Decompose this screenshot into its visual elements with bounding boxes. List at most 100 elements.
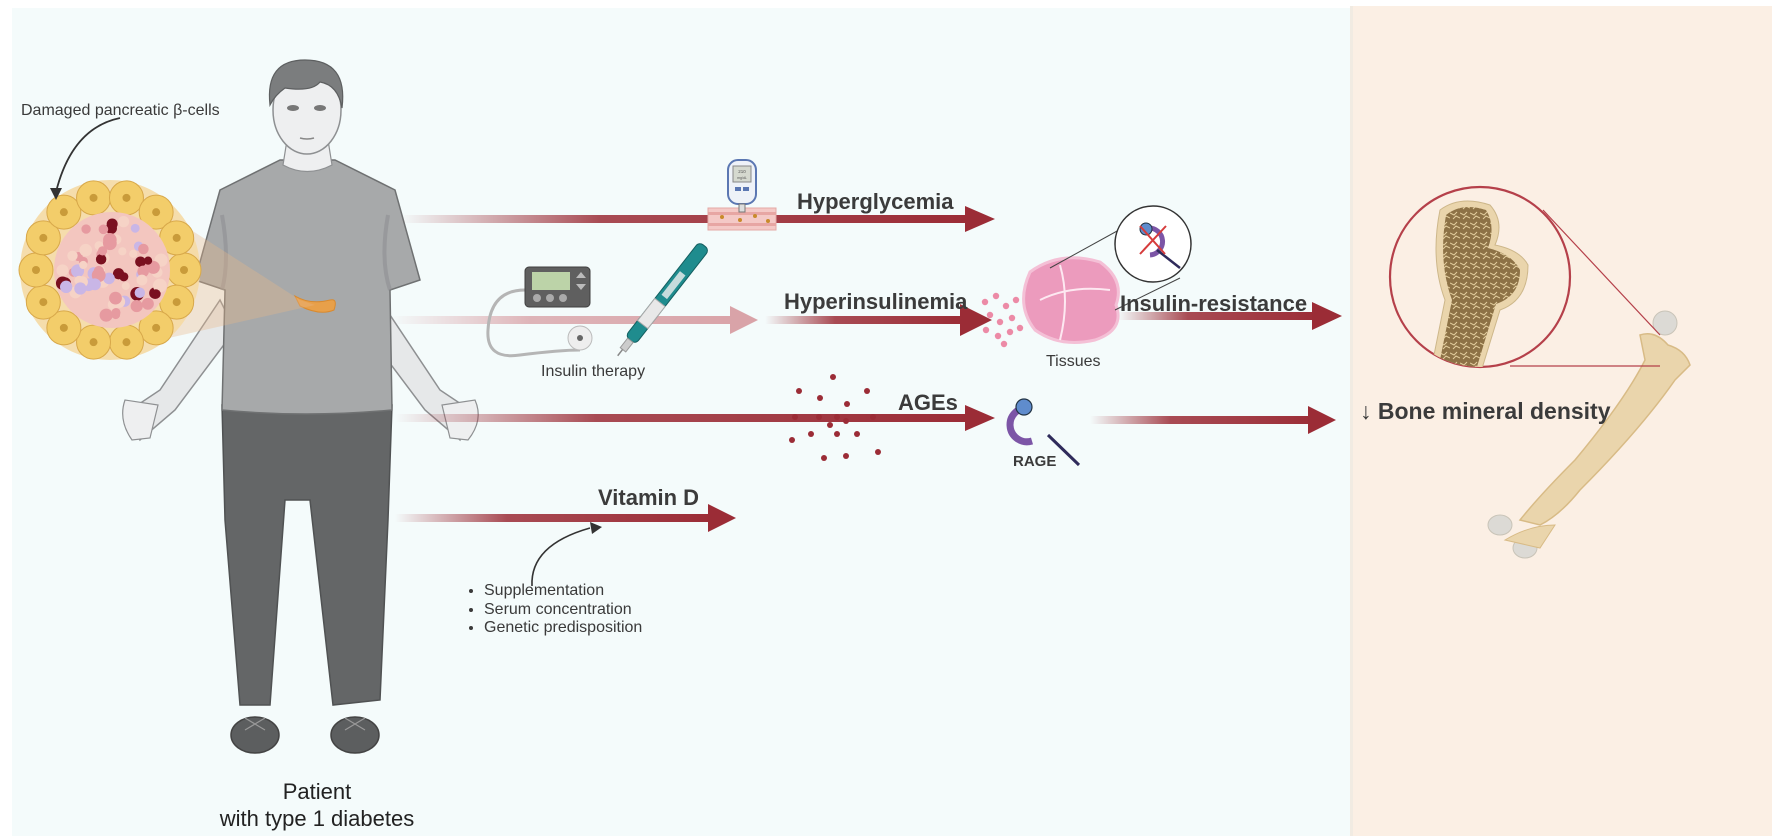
acinus-center [39, 298, 48, 307]
bone-zoom-circle [1388, 185, 1661, 369]
age-particle [817, 395, 823, 401]
hyperinsulinemia-arrow [765, 304, 992, 336]
islet-cell [153, 278, 167, 293]
islet-cell [130, 223, 140, 233]
patient-caption: Patient with type 1 diabetes [217, 778, 417, 832]
callout-arrowhead [50, 188, 62, 200]
islet-cell [56, 264, 69, 277]
islet-cell [117, 215, 130, 228]
glucometer-icon: 210 mg/dL [727, 159, 757, 213]
age-particle [834, 431, 840, 437]
beta-cells-callout-label: Damaged pancreatic β-cells [21, 102, 220, 119]
age-particle [796, 388, 802, 394]
islet-cell [88, 278, 101, 291]
blood-vessel-icon [707, 207, 777, 231]
islet-cell [67, 250, 78, 261]
age-particle [844, 401, 850, 407]
insulin-particle [992, 292, 1000, 300]
insulin-particle [1000, 340, 1008, 348]
islet-cell [103, 233, 117, 247]
age-particle [789, 437, 795, 443]
acinus-center [39, 233, 48, 242]
glucometer-reading: 210 [738, 169, 746, 174]
acinus-center [89, 193, 98, 202]
femur-illustration [1487, 310, 1691, 559]
islet-cell [135, 256, 146, 268]
pancreatic-islet-illustration [18, 180, 202, 360]
islet-cell [98, 224, 109, 235]
age-particle [870, 414, 876, 420]
islet-cell [134, 287, 146, 298]
acinus-center [59, 208, 68, 217]
insulin-receptor-zoom [1049, 205, 1192, 311]
islet-cell [138, 243, 149, 255]
insulin-particle [1012, 296, 1020, 304]
vitamin-d-factor: Serum concentration [484, 601, 642, 620]
insulin-pump-icon [486, 266, 593, 358]
age-particle [830, 374, 836, 380]
rage-label: RAGE [1013, 453, 1057, 470]
islet-cell [143, 256, 153, 265]
islet-cell [79, 243, 92, 257]
callout-arrow [55, 117, 121, 193]
insulin-particle [1008, 314, 1016, 322]
hyperinsulinemia-label: Hyperinsulinemia [784, 289, 968, 314]
acinus-center [172, 233, 181, 242]
insulin-particle [1002, 302, 1010, 310]
vitamin-d-label: Vitamin D [598, 485, 700, 510]
islet-cell [141, 297, 154, 310]
islet-cell [99, 308, 113, 322]
islet-cell [111, 310, 121, 320]
acinus-center [180, 266, 188, 274]
insulin-particle [986, 311, 994, 319]
right-panel-background [1350, 6, 1772, 836]
islet-cell [59, 280, 73, 293]
islet-cell [130, 299, 143, 313]
hyperglycemia-label: Hyperglycemia [797, 189, 954, 214]
islet-cell [74, 282, 87, 295]
age-particle [827, 422, 833, 428]
islet-cell [95, 254, 107, 265]
islet-cell [121, 281, 130, 290]
islet-cell [149, 263, 159, 272]
factors-callout-arrowhead [590, 522, 602, 534]
islet-cell [119, 272, 129, 282]
islet-cell [151, 289, 161, 299]
bone-density-outcome: ↓ Bone mineral density [1360, 398, 1611, 425]
insulin-resistance-label: Insulin-resistance [1120, 291, 1308, 316]
ages-arrow [395, 405, 995, 431]
age-particle [821, 455, 827, 461]
insulin-particle [994, 332, 1002, 340]
acinus-center [152, 323, 161, 332]
magnification-cone [160, 210, 315, 340]
hyperglycemia-arrow [400, 206, 995, 232]
vitamin-d-factor: Supplementation [484, 582, 642, 601]
down-arrow-icon: ↓ [1360, 398, 1372, 424]
acinus-center [172, 298, 181, 307]
patient-caption-line2: with type 1 diabetes [219, 806, 415, 831]
acinus-center [59, 323, 68, 332]
insulin-particle [996, 318, 1004, 326]
insulin-resistance-arrow [1118, 302, 1342, 330]
age-particle [864, 388, 870, 394]
vitamin-d-factors-list: Supplementation Serum concentration Gene… [466, 582, 642, 638]
islet-cell [118, 247, 127, 256]
islet-cell [137, 265, 149, 278]
insulin-therapy-arrow [390, 306, 758, 334]
age-particle [843, 453, 849, 459]
glucometer-unit: mg/dL [737, 176, 747, 180]
ages-particles [789, 374, 881, 461]
tissues-label: Tissues [1046, 353, 1101, 370]
age-particle [875, 449, 881, 455]
islet-cell [97, 246, 108, 256]
acinus-center [122, 338, 131, 347]
age-particle [792, 414, 798, 420]
insulin-particle [981, 298, 989, 306]
acinus-center [32, 266, 40, 274]
islet-cell [81, 224, 91, 234]
rage-receptor-icon [1006, 398, 1081, 467]
insulin-therapy-label: Insulin therapy [541, 363, 646, 380]
islet-cell [136, 274, 148, 286]
